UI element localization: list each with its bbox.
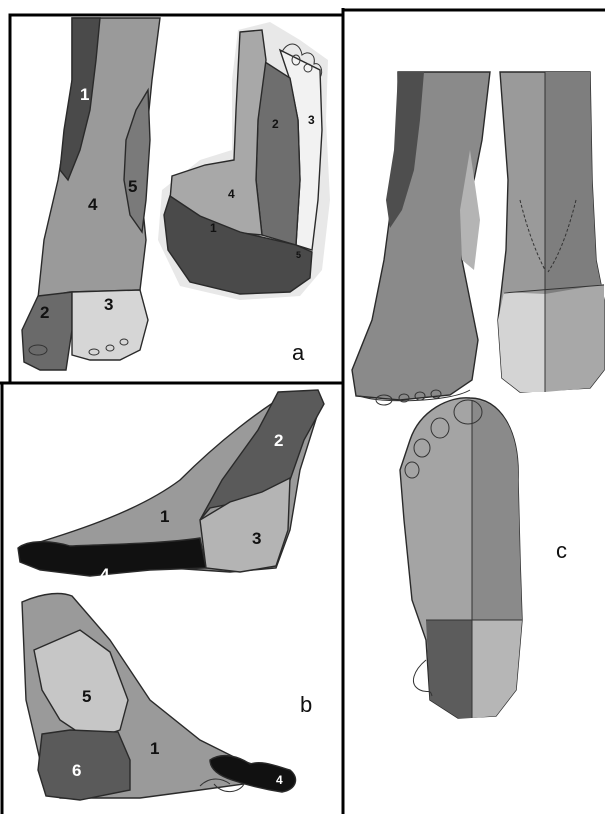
panel-b-medial-view: 1 2 3 4 [18, 390, 324, 584]
medial-label-4: 4 [100, 565, 110, 584]
medial-label-2: 2 [274, 431, 283, 450]
lateral-region-6 [38, 730, 130, 800]
medial-label-1: 1 [160, 507, 169, 526]
panel-a-letter: a [292, 340, 305, 365]
front-label-1: 1 [80, 85, 89, 104]
front-label-5: 5 [128, 177, 137, 196]
photo-back-heel-right [545, 284, 604, 392]
photo-sole-heel-right [472, 620, 522, 718]
panel-c-sole-photo [400, 398, 522, 718]
lateral-label-1: 1 [150, 739, 159, 758]
sole-label-2: 2 [272, 117, 279, 131]
sole-label-5: 5 [296, 250, 301, 260]
photo-back-right-half [545, 72, 604, 300]
front-label-2: 2 [40, 303, 49, 322]
sole-label-1: 1 [210, 221, 217, 235]
medial-region-4 [18, 538, 206, 576]
sole-label-4: 4 [228, 187, 235, 201]
panel-b-letter: b [300, 692, 312, 717]
photo-back-heel-left [498, 292, 545, 392]
panel-a-sole-view: 1 2 3 4 5 [158, 22, 330, 300]
lateral-label-6: 6 [72, 761, 81, 780]
sole-label-3: 3 [308, 113, 315, 127]
lateral-label-4: 4 [276, 773, 283, 787]
photo-sole-right-half [472, 400, 522, 620]
panel-c-letter: c [556, 538, 567, 563]
sole-region-4 [170, 30, 266, 235]
panel-a-front-view: 1 2 3 4 5 [22, 18, 160, 370]
panel-b-lateral-view: 1 4 5 6 [22, 594, 296, 800]
front-label-4: 4 [88, 195, 98, 214]
medial-label-3: 3 [252, 529, 261, 548]
front-label-3: 3 [104, 295, 113, 314]
lateral-label-5: 5 [82, 687, 91, 706]
panel-c-front-photo [352, 72, 490, 405]
photo-sole-heel-left [426, 620, 472, 718]
panel-c-back-photo [498, 72, 604, 392]
